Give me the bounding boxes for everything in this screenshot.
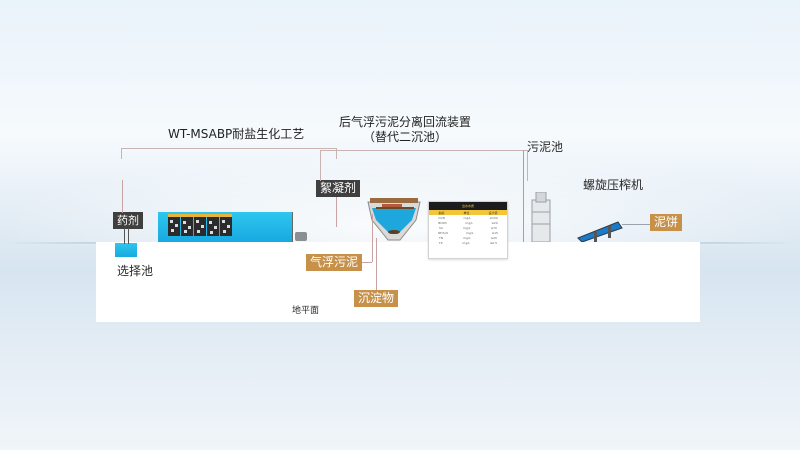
float-sludge-leader [372, 214, 373, 262]
selection-tank [115, 243, 137, 257]
chemical-line [122, 180, 123, 213]
table-cell: ≤100 [489, 215, 498, 220]
flocculant-line [336, 197, 337, 227]
chemical-drop-line [124, 228, 125, 244]
air-flotation-separator [366, 196, 422, 242]
table-cell: SS [439, 225, 443, 230]
table-col-2: 设计值 [488, 210, 498, 215]
sludge-cake-tag: 泥饼 [650, 214, 683, 231]
separator-title-line1: 后气浮污泥分离回流装置 [338, 115, 471, 129]
table-row: BOD5 mg/L ≤20 [429, 220, 507, 225]
flocculant-tag: 絮凝剂 [316, 180, 361, 197]
sludge-tank [530, 191, 552, 243]
table-cell: mg/L [462, 240, 470, 245]
table-cell: ≤70 [490, 225, 497, 230]
table-col-1: 单位 [463, 210, 470, 215]
table-cell: mg/L [463, 235, 471, 240]
separator-title-line2: （替代二沉池） [362, 130, 447, 144]
table-cell: mg/L [462, 225, 471, 230]
table-cell: mg/L [465, 220, 473, 225]
process-title: WT-MSABP耐盐生化工艺 [168, 127, 305, 141]
table-cell: ≤0.5 [489, 240, 498, 245]
table-cell: NH3-N [438, 230, 448, 235]
table-cell: mg/L [465, 230, 474, 235]
table-row: NH3-N mg/L ≤15 [429, 230, 507, 235]
process-bracket [121, 148, 337, 159]
table-cell: TP [438, 240, 443, 245]
chemical-drop-line-2 [128, 228, 129, 244]
screw-press [574, 218, 624, 243]
table-row: SS mg/L ≤70 [429, 225, 507, 230]
ground-block [96, 242, 700, 322]
pump-icon [295, 232, 307, 241]
effluent-quality-table: 出水水质 指标 单位 设计值 COD mg/L ≤100 BOD5 mg/L ≤20 S… [428, 201, 508, 259]
selection-tank-label: 选择池 [117, 264, 154, 278]
bio-tank-wall [292, 212, 293, 242]
chemical-tag: 药剂 [113, 212, 143, 229]
table-col-0: 指标 [438, 210, 445, 215]
float-sludge-leader-h [362, 262, 372, 263]
separator-bracket [320, 150, 528, 181]
table-header: 出水水质 [429, 202, 507, 210]
screw-press-label: 螺旋压榨机 [583, 178, 644, 192]
ground-level-label: 地平面 [292, 306, 320, 316]
table-row: TN mg/L ≤20 [429, 235, 507, 240]
table-cell: ≤15 [491, 230, 498, 235]
bio-reactor-modules [168, 214, 234, 238]
table-cell: mg/L [463, 215, 472, 220]
sludge-return-pipe [523, 150, 524, 242]
table-cell: ≤20 [490, 235, 497, 240]
table-cell: COD [438, 215, 446, 220]
table-cell: TN [439, 235, 444, 240]
separator-title: 后气浮污泥分离回流装置 （替代二沉池） [336, 115, 474, 145]
table-columns: 指标 单位 设计值 [429, 210, 507, 215]
table-row: COD mg/L ≤100 [429, 215, 507, 220]
table-cell: ≤20 [491, 220, 498, 225]
float-sludge-tag: 气浮污泥 [306, 254, 363, 271]
sludge-tank-label: 污泥池 [527, 140, 564, 154]
table-row: TP mg/L ≤0.5 [429, 240, 507, 245]
sediment-leader [376, 238, 377, 290]
cake-leader [622, 224, 650, 225]
table-cell: BOD5 [438, 220, 447, 225]
sediment-tag: 沉淀物 [354, 290, 399, 307]
